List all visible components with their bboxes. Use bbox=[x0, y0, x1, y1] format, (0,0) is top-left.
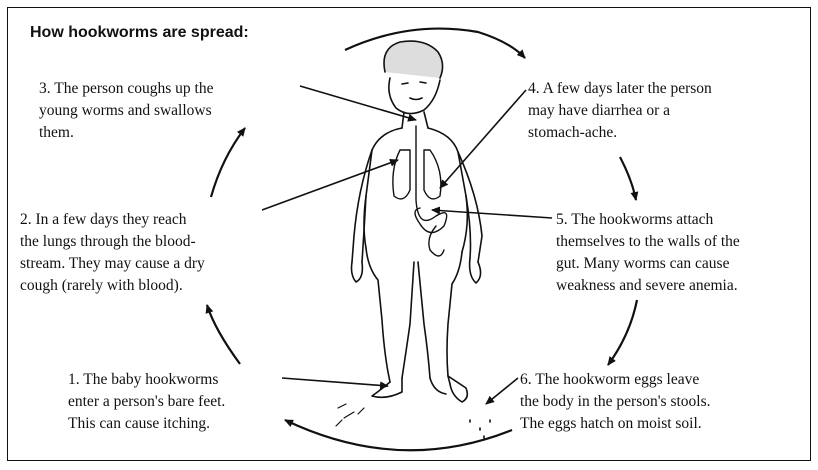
pointer-line-step-2 bbox=[262, 160, 398, 210]
step-3-text: 3. The person coughs up the young worms … bbox=[39, 78, 309, 144]
step-5-text: 5. The hookworms attach themselves to th… bbox=[556, 209, 806, 297]
child-figure-illustration bbox=[336, 41, 490, 438]
pointer-line-step-5 bbox=[432, 210, 552, 218]
step-6-text: 6. The hookworm eggs leave the body in t… bbox=[520, 369, 810, 435]
step-2-text: 2. In a few days they reach the lungs th… bbox=[20, 209, 290, 297]
step-4-text: 4. A few days later the person may have … bbox=[528, 78, 798, 144]
step-1-text: 1. The baby hookworms enter a person's b… bbox=[68, 369, 338, 435]
cycle-arrow-4-to-5 bbox=[620, 157, 636, 200]
cycle-arrow-1-to-2 bbox=[207, 305, 240, 364]
pointer-line-step-3 bbox=[300, 86, 416, 120]
pointer-line-step-6 bbox=[486, 378, 518, 404]
diagram-title: How hookworms are spread: bbox=[30, 24, 249, 42]
pointer-line-step-4 bbox=[440, 90, 526, 188]
cycle-arrow-5-to-6 bbox=[608, 300, 637, 365]
